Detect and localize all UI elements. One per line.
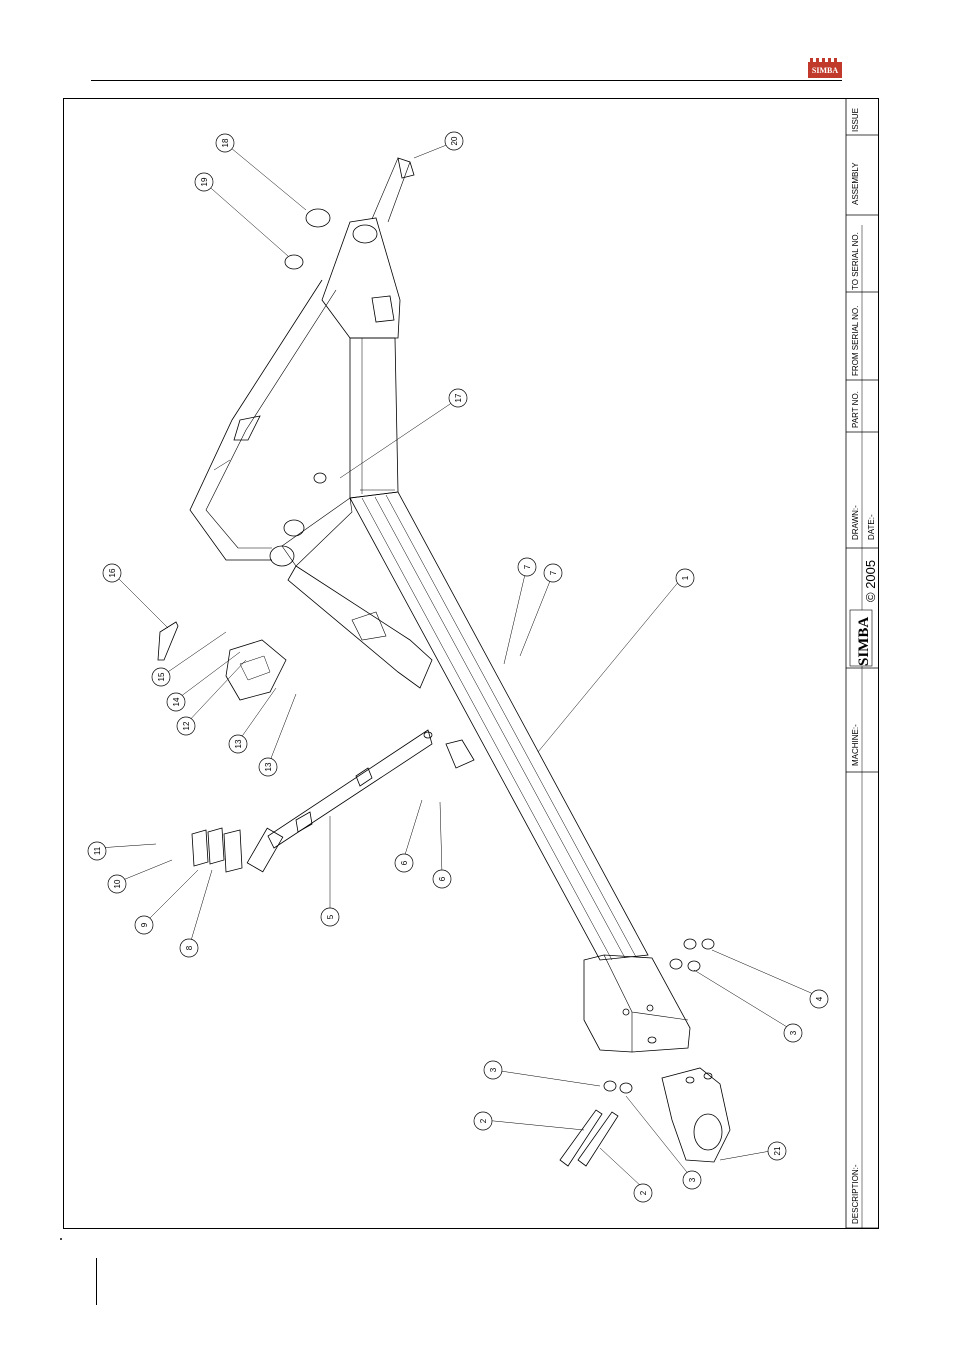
svg-text:3: 3 [789, 1030, 798, 1035]
from-serial-label: FROM SERIAL NO. [851, 306, 860, 376]
date-label: DATE:- [867, 514, 876, 540]
callout-1: 1 [676, 569, 694, 587]
svg-text:5: 5 [326, 914, 335, 919]
svg-text:11: 11 [93, 846, 102, 855]
callout-13b: 13 [259, 758, 277, 776]
svg-text:14: 14 [172, 697, 181, 706]
callout-15: 15 [152, 668, 170, 686]
svg-text:10: 10 [113, 879, 122, 888]
svg-text:7: 7 [549, 570, 558, 575]
svg-text:2: 2 [639, 1190, 648, 1195]
svg-text:6: 6 [438, 876, 447, 881]
side-arm [190, 280, 432, 688]
title-logo-text: SIMBA [856, 617, 872, 666]
svg-text:3: 3 [489, 1067, 498, 1072]
callout-3c: 3 [784, 1024, 802, 1042]
link-arm [247, 730, 432, 872]
callout-9: 9 [135, 916, 153, 934]
callout-17: 17 [449, 389, 467, 407]
drawn-label: DRAWN:- [851, 505, 860, 540]
svg-text:7: 7 [523, 564, 532, 569]
svg-text:20: 20 [450, 136, 459, 145]
machine-label: MACHINE:- [851, 724, 860, 766]
callout-18: 18 [216, 134, 234, 152]
svg-text:21: 21 [773, 1146, 782, 1155]
svg-text:2: 2 [479, 1118, 488, 1123]
callout-3a: 3 [484, 1061, 502, 1079]
callout-4: 4 [810, 990, 828, 1008]
svg-text:16: 16 [108, 568, 117, 577]
svg-text:1: 1 [681, 575, 690, 580]
svg-text:13: 13 [264, 762, 273, 771]
callout-7b: 7 [544, 564, 562, 582]
callout-2b: 2 [634, 1184, 652, 1202]
svg-text:9: 9 [140, 922, 149, 927]
callout-2a: 2 [474, 1112, 492, 1130]
svg-text:15: 15 [157, 672, 166, 681]
leader-lines [98, 142, 818, 1188]
callout-20: 20 [445, 132, 463, 150]
to-serial-label: TO SERIAL NO. [851, 232, 860, 290]
callout-3b: 3 [683, 1171, 701, 1189]
svg-text:6: 6 [400, 860, 409, 865]
callout-6b: 6 [433, 870, 451, 888]
callout-8: 8 [180, 939, 198, 957]
svg-text:13: 13 [234, 739, 243, 748]
callout-5: 5 [321, 908, 339, 926]
svg-text:3: 3 [688, 1177, 697, 1182]
main-beam [350, 492, 690, 1052]
description-label: DESCRIPTION:- [851, 1164, 860, 1224]
callout-11: 11 [88, 842, 106, 860]
callout-10: 10 [108, 875, 126, 893]
callout-12: 12 [177, 717, 195, 735]
upper-column [322, 158, 414, 498]
callout-14: 14 [167, 693, 185, 711]
callout-7a: 7 [518, 558, 536, 576]
svg-text:4: 4 [815, 996, 824, 1001]
callout-13a: 13 [229, 735, 247, 753]
svg-text:8: 8 [185, 945, 194, 950]
title-logo: SIMBA [850, 610, 872, 666]
callouts: 1 2 2 3 3 3 4 5 6 6 7 7 8 9 10 11 12 13 … [88, 132, 828, 1202]
hitch-parts [158, 209, 730, 1166]
svg-text:17: 17 [454, 393, 463, 402]
issue-label: ISSUE [851, 108, 860, 132]
callout-16: 16 [103, 564, 121, 582]
svg-text:12: 12 [182, 721, 191, 730]
callout-21: 21 [768, 1142, 786, 1160]
copyright-text: © 2005 [863, 560, 878, 602]
linkage-plates [192, 640, 474, 872]
svg-text:19: 19 [200, 177, 209, 186]
assembly-label: ASSEMBLY [851, 162, 860, 205]
callout-6a: 6 [395, 854, 413, 872]
part-no-label: PART NO. [851, 391, 860, 428]
callout-19: 19 [195, 173, 213, 191]
svg-text:18: 18 [221, 138, 230, 147]
